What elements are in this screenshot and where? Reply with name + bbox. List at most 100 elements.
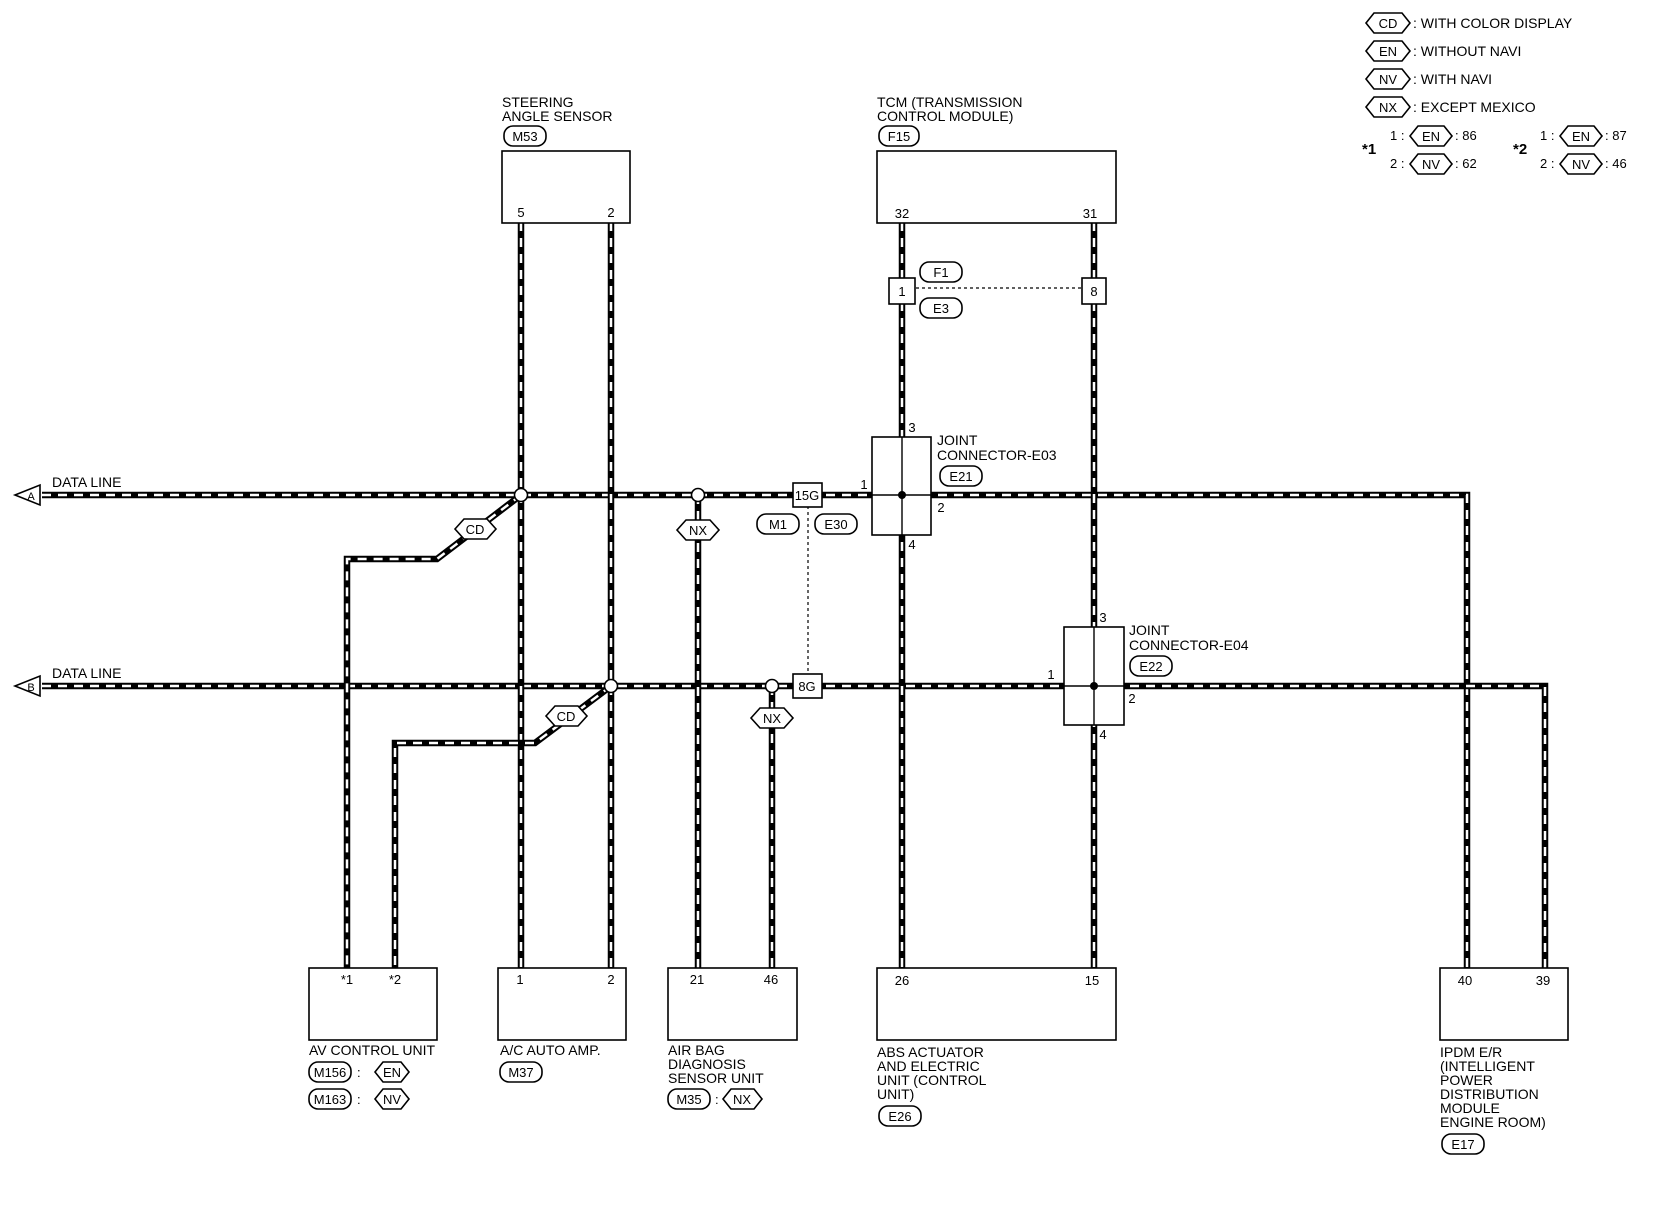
tcm-label-2: CONTROL MODULE) xyxy=(877,108,1013,124)
joint-connector-e04: 1 2 3 4 JOINT CONNECTOR-E04 E22 xyxy=(1047,610,1248,742)
svg-text:*2: *2 xyxy=(1513,141,1527,158)
airbag-sep: : xyxy=(715,1092,719,1107)
svg-text:NX: NX xyxy=(763,711,781,726)
ipdm-pin-39: 39 xyxy=(1536,973,1550,988)
m1e30-pin-15g: 15G xyxy=(795,488,820,503)
airbag-label-2: DIAGNOSIS xyxy=(668,1056,746,1072)
ipdm-label-2: (INTELLIGENT xyxy=(1440,1058,1535,1074)
airbag-connector: M35 xyxy=(676,1092,701,1107)
svg-text:NX: NX xyxy=(689,523,707,538)
tcm-label-1: TCM (TRANSMISSION xyxy=(877,94,1022,110)
data-line-a-wire xyxy=(42,491,1471,975)
svg-text:1 :: 1 : xyxy=(1390,128,1404,143)
wires xyxy=(42,222,1549,975)
av-variant-1: EN xyxy=(383,1065,401,1080)
legend: CD : WITH COLOR DISPLAY EN : WITHOUT NAV… xyxy=(1362,12,1627,175)
e04-pin-4: 4 xyxy=(1099,727,1106,742)
e04-connector: E22 xyxy=(1139,659,1162,674)
abs-pin-26: 26 xyxy=(895,973,909,988)
svg-text:: 86: : 86 xyxy=(1455,128,1477,143)
legend-star1: *1 1 : EN : 86 2 : NV : 62 xyxy=(1362,125,1477,175)
av-connector-2: M163 xyxy=(314,1092,347,1107)
data-line-b-arrow: B DATA LINE xyxy=(12,665,122,698)
legend-item-en: EN : WITHOUT NAVI xyxy=(1364,40,1521,62)
e03-pin-1: 1 xyxy=(860,477,867,492)
svg-text:*1: *1 xyxy=(1362,141,1376,158)
av-label: AV CONTROL UNIT xyxy=(309,1042,435,1058)
svg-text:: 87: : 87 xyxy=(1605,128,1627,143)
ac-auto-amp: 1 2 A/C AUTO AMP. M37 xyxy=(497,967,627,1083)
svg-text:A: A xyxy=(27,491,35,503)
ac-connector: M37 xyxy=(508,1065,533,1080)
svg-text:: EXCEPT MEXICO: : EXCEPT MEXICO xyxy=(1413,99,1536,115)
av-control-unit: *1 *2 AV CONTROL UNIT M156 : EN M163 : N… xyxy=(308,967,438,1110)
av-pin1-wire xyxy=(343,492,523,975)
svg-text:CD: CD xyxy=(1379,16,1398,31)
ipdm-label-3: POWER xyxy=(1440,1072,1493,1088)
e30-connector: E30 xyxy=(824,517,847,532)
airbag-diagnosis-sensor-unit: 21 46 AIR BAG DIAGNOSIS SENSOR UNIT M35 … xyxy=(667,967,798,1110)
steering-label-1: STEERING xyxy=(502,94,574,110)
splice-b-steering xyxy=(603,678,619,694)
steering-label-2: ANGLE SENSOR xyxy=(502,108,612,124)
svg-text:: WITHOUT NAVI: : WITHOUT NAVI xyxy=(1413,43,1521,59)
m1-connector: M1 xyxy=(769,517,787,532)
svg-text:CD: CD xyxy=(466,522,485,537)
ac-label: A/C AUTO AMP. xyxy=(500,1042,601,1058)
tcm-pin-31: 31 xyxy=(1083,206,1097,221)
airbag-label-3: SENSOR UNIT xyxy=(668,1070,764,1086)
data-line-b-label: DATA LINE xyxy=(52,665,122,681)
e04-pin-1: 1 xyxy=(1047,667,1054,682)
ipdm-pin-40: 40 xyxy=(1458,973,1472,988)
f1e3-pin-8: 8 xyxy=(1090,284,1097,299)
tag-cd-line-b: CD xyxy=(544,705,589,727)
av-pin2-wire xyxy=(391,683,613,975)
av-connector-1: M156 xyxy=(314,1065,347,1080)
abs-connector: E26 xyxy=(888,1109,911,1124)
airbag-variant: NX xyxy=(733,1092,751,1107)
svg-text:2 :: 2 : xyxy=(1540,156,1554,171)
legend-item-cd: CD : WITH COLOR DISPLAY xyxy=(1364,12,1573,34)
ipdm-label-1: IPDM E/R xyxy=(1440,1044,1502,1060)
svg-text:NV: NV xyxy=(1572,157,1590,172)
e03-pin-4: 4 xyxy=(908,537,915,552)
av-sep-1: : xyxy=(357,1065,361,1080)
airbag-label-1: AIR BAG xyxy=(668,1042,725,1058)
svg-text:NV: NV xyxy=(1379,72,1397,87)
abs-label-2: AND ELECTRIC xyxy=(877,1058,980,1074)
e04-pin-2: 2 xyxy=(1128,691,1135,706)
data-line-a-label: DATA LINE xyxy=(52,474,122,490)
av-sep-2: : xyxy=(357,1092,361,1107)
e3-connector: E3 xyxy=(933,301,949,316)
ac-pin-2: 2 xyxy=(607,972,614,987)
m1e30-pin-8g: 8G xyxy=(798,679,815,694)
svg-text:: 62: : 62 xyxy=(1455,156,1477,171)
legend-star2: *2 1 : EN : 87 2 : NV : 46 xyxy=(1513,125,1627,175)
svg-text:NV: NV xyxy=(1422,157,1440,172)
splice-a-steering xyxy=(513,487,529,503)
abs-label-4: UNIT) xyxy=(877,1086,914,1102)
svg-text:B: B xyxy=(27,682,34,694)
data-line-b-wire xyxy=(42,682,1549,975)
f1-connector: F1 xyxy=(933,265,948,280)
tag-cd-line-a: CD xyxy=(453,518,498,540)
joint-connector-e03: 1 2 3 4 JOINT CONNECTOR-E03 E21 xyxy=(860,420,1056,552)
abs-pin-15: 15 xyxy=(1085,973,1099,988)
tag-nx-line-a: NX xyxy=(675,519,721,541)
e04-label-2: CONNECTOR-E04 xyxy=(1129,637,1249,653)
ipdm-label-4: DISTRIBUTION xyxy=(1440,1086,1539,1102)
svg-text:2 :: 2 : xyxy=(1390,156,1404,171)
legend-item-nv: NV : WITH NAVI xyxy=(1364,68,1492,90)
inline-connector-f1-e3: 1 8 F1 E3 xyxy=(888,261,1107,319)
svg-text:: WITH COLOR DISPLAY: : WITH COLOR DISPLAY xyxy=(1413,15,1573,31)
av-pin-2: *2 xyxy=(389,972,401,987)
svg-text:CD: CD xyxy=(557,709,576,724)
tcm-connector: F15 xyxy=(888,129,910,144)
airbag-pin-46: 46 xyxy=(764,972,778,987)
e03-connector: E21 xyxy=(949,469,972,484)
svg-text:1 :: 1 : xyxy=(1540,128,1554,143)
e04-label-1: JOINT xyxy=(1129,622,1170,638)
svg-text:EN: EN xyxy=(1422,129,1440,144)
e04-pin-3: 3 xyxy=(1099,610,1106,625)
